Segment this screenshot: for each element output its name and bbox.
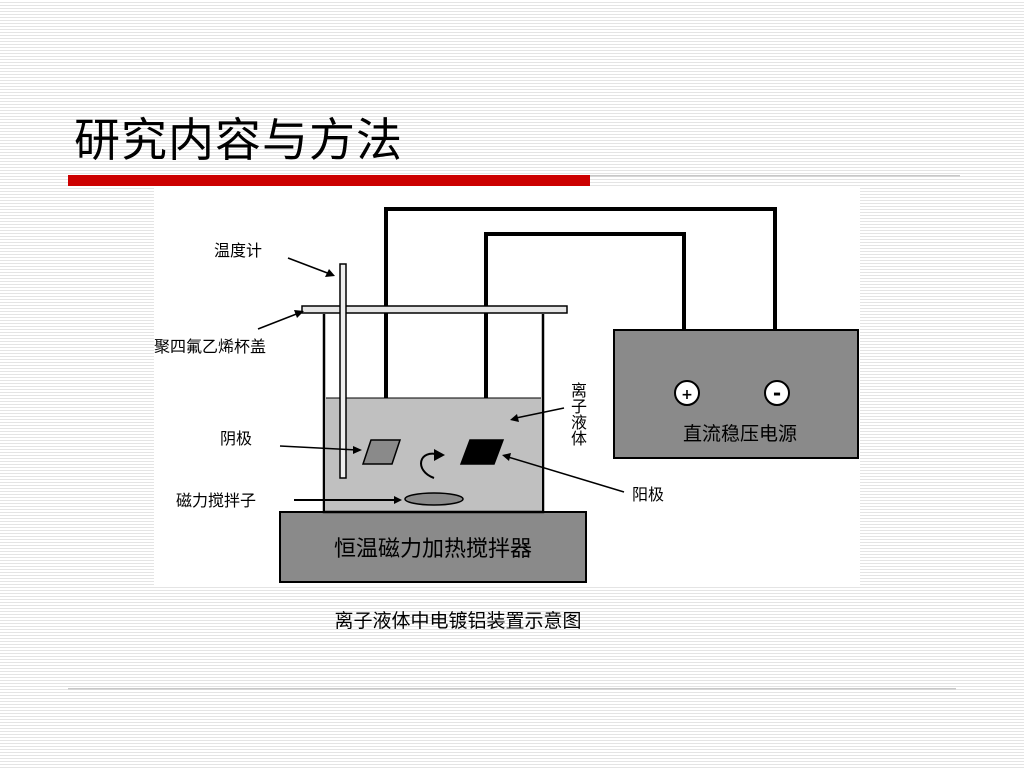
lid-pointer xyxy=(257,312,300,330)
positive-terminal xyxy=(674,380,700,406)
ionic-liquid-label-char-2: 子 xyxy=(571,397,587,416)
wire-to-cathode xyxy=(384,207,777,444)
figure-caption-text: 离子液体中电镀铝装置示意图 xyxy=(334,610,582,632)
anode-plate xyxy=(459,439,505,465)
cathode-label: 阴极 xyxy=(220,429,252,448)
thermometer-label: 温度计 xyxy=(214,241,262,260)
cathode-pointer-head xyxy=(353,446,362,454)
power-supply-box xyxy=(613,329,859,459)
lid-pointer-head xyxy=(294,310,304,318)
ionic-liquid-label-char-4: 体 xyxy=(571,429,587,448)
lid-label: 聚四氟乙烯杯盖 xyxy=(154,337,266,356)
ionic-liquid-pointer-head xyxy=(510,414,519,422)
title-divider-red xyxy=(68,175,590,186)
stirring-rotation-arrowhead xyxy=(434,449,445,461)
stirrer-base xyxy=(279,511,587,583)
title-divider xyxy=(68,175,960,186)
ionic-liquid-label-char-1: 离 xyxy=(571,381,587,400)
electroplating-apparatus-diagram: + - 直流稳压电源 恒温磁力加热搅拌器 温度计 聚四氟乙烯杯盖 阴极 磁力搅拌… xyxy=(154,186,860,586)
title-divider-gray xyxy=(590,175,960,177)
cathode-plate xyxy=(361,439,402,465)
stir-bar-pointer-head xyxy=(394,496,402,504)
figure-caption: 离子液体中电镀铝装置示意图 xyxy=(0,606,1024,633)
wire-to-anode xyxy=(484,232,686,444)
thermometer-pointer xyxy=(287,257,331,275)
power-supply-label: 直流稳压电源 xyxy=(683,423,797,445)
ptfe-lid xyxy=(301,305,568,314)
negative-terminal-sign: - xyxy=(773,381,781,405)
stir-bar-label: 磁力搅拌子 xyxy=(176,491,256,510)
anode-pointer xyxy=(507,456,625,493)
slide-title: 研究内容与方法 xyxy=(74,113,403,167)
negative-terminal xyxy=(764,380,790,406)
thermometer xyxy=(339,263,347,479)
anode-pointer-head xyxy=(502,453,511,461)
anode-label: 阳极 xyxy=(632,485,664,504)
thermometer-pointer-head xyxy=(325,269,335,277)
cathode-pointer xyxy=(279,445,358,451)
bottom-divider xyxy=(68,688,956,690)
stirrer-label: 恒温磁力加热搅拌器 xyxy=(334,537,532,562)
positive-terminal-sign: + xyxy=(681,387,693,403)
ionic-liquid-label-char-3: 液 xyxy=(571,413,587,432)
ionic-liquid-pointer xyxy=(515,407,565,419)
magnetic-stir-bar xyxy=(404,492,464,506)
